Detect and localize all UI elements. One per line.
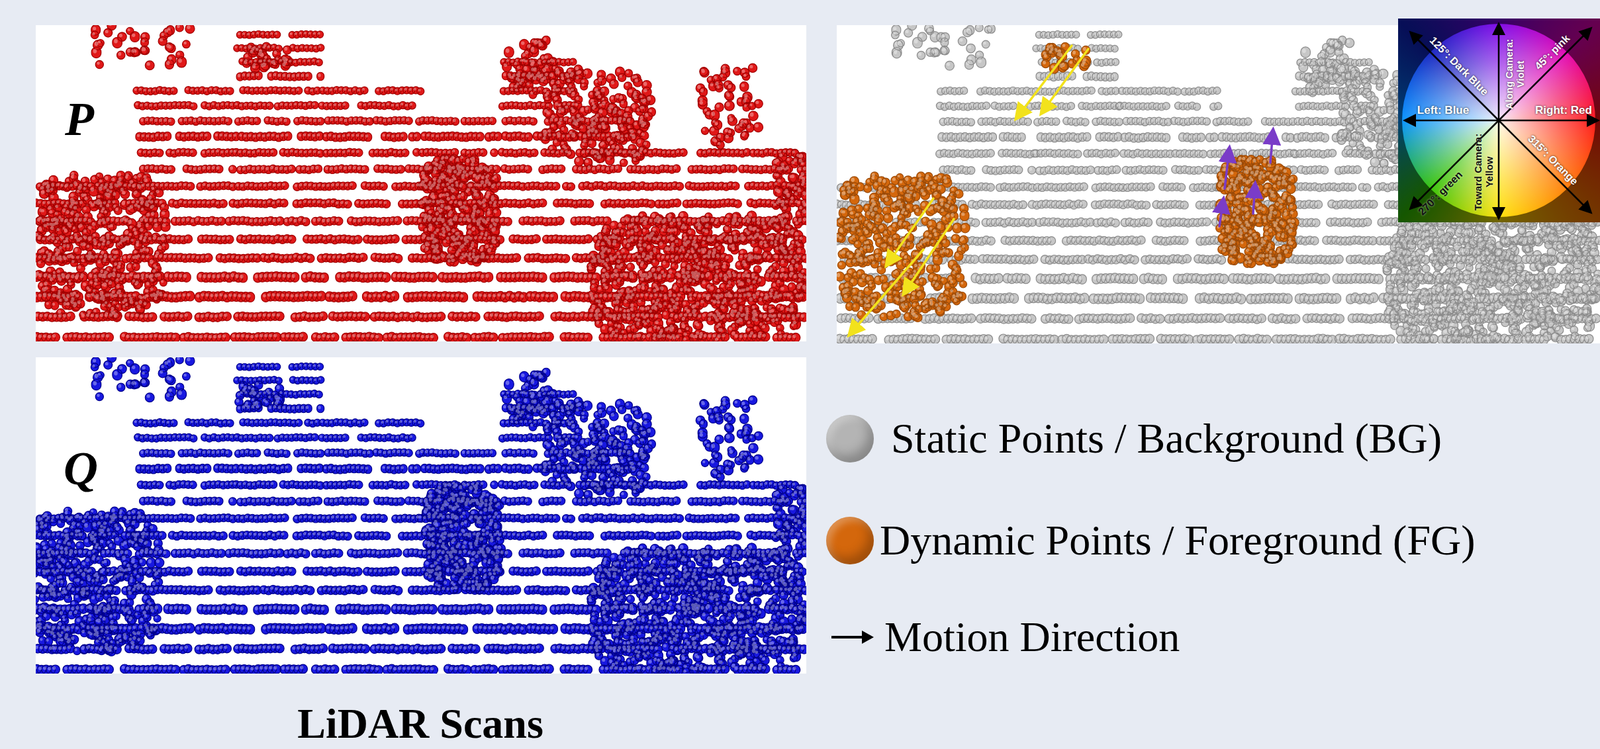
motion-arrow xyxy=(1270,131,1273,163)
motion-arrow xyxy=(1253,184,1256,214)
wheel-label: Along Camera: Violet xyxy=(1504,33,1526,115)
motion-arrow xyxy=(1041,48,1089,113)
wheel-label: Left: Blue xyxy=(1417,104,1469,118)
legend-swatch xyxy=(826,517,874,565)
panel-label: P xyxy=(64,95,95,143)
wheel-axes xyxy=(1398,18,1600,223)
point-highlight xyxy=(836,43,1295,318)
motion-arrow xyxy=(1224,148,1230,189)
axis-line xyxy=(1498,120,1591,212)
point-set xyxy=(35,357,807,674)
point-cloud xyxy=(35,25,807,342)
scan-panel: P xyxy=(35,25,807,342)
motion-arrow xyxy=(1219,199,1224,227)
motion-arrow xyxy=(904,219,954,294)
motion-arrows xyxy=(849,45,1273,335)
legend-text: Static Points / Background (BG) xyxy=(891,414,1442,464)
panel-label: Q xyxy=(63,444,98,493)
color-wheel: Along Camera: Violet45°: pinkRight: Red3… xyxy=(1398,18,1600,223)
point-set xyxy=(836,42,1299,322)
axis-line xyxy=(1498,120,1501,218)
legend-swatch xyxy=(826,415,874,463)
caption: LiDAR Scans xyxy=(297,701,544,748)
point-highlight xyxy=(35,25,807,341)
arrow-shaft xyxy=(831,636,865,639)
arrow-head xyxy=(861,630,874,645)
point-highlight xyxy=(836,25,1600,343)
axis-line xyxy=(1406,119,1499,122)
motion-arrow xyxy=(849,249,924,335)
point-cloud xyxy=(35,357,807,674)
legend-text: Motion Direction xyxy=(884,612,1180,662)
scan-panel: Q xyxy=(35,357,807,674)
wheel-label: Toward Camera: Yellow xyxy=(1472,128,1495,216)
wheel-label: Right: Red xyxy=(1535,104,1593,118)
axis-line xyxy=(1411,33,1499,121)
legend-text: Dynamic Points / Foreground (FG) xyxy=(879,516,1476,566)
motion-arrow xyxy=(887,198,934,265)
point-highlight xyxy=(35,357,807,674)
point-set xyxy=(836,25,1600,344)
point-set xyxy=(35,25,807,342)
axis-line xyxy=(1498,119,1597,122)
axis-line xyxy=(1498,25,1501,121)
legend-arrow xyxy=(830,627,877,648)
